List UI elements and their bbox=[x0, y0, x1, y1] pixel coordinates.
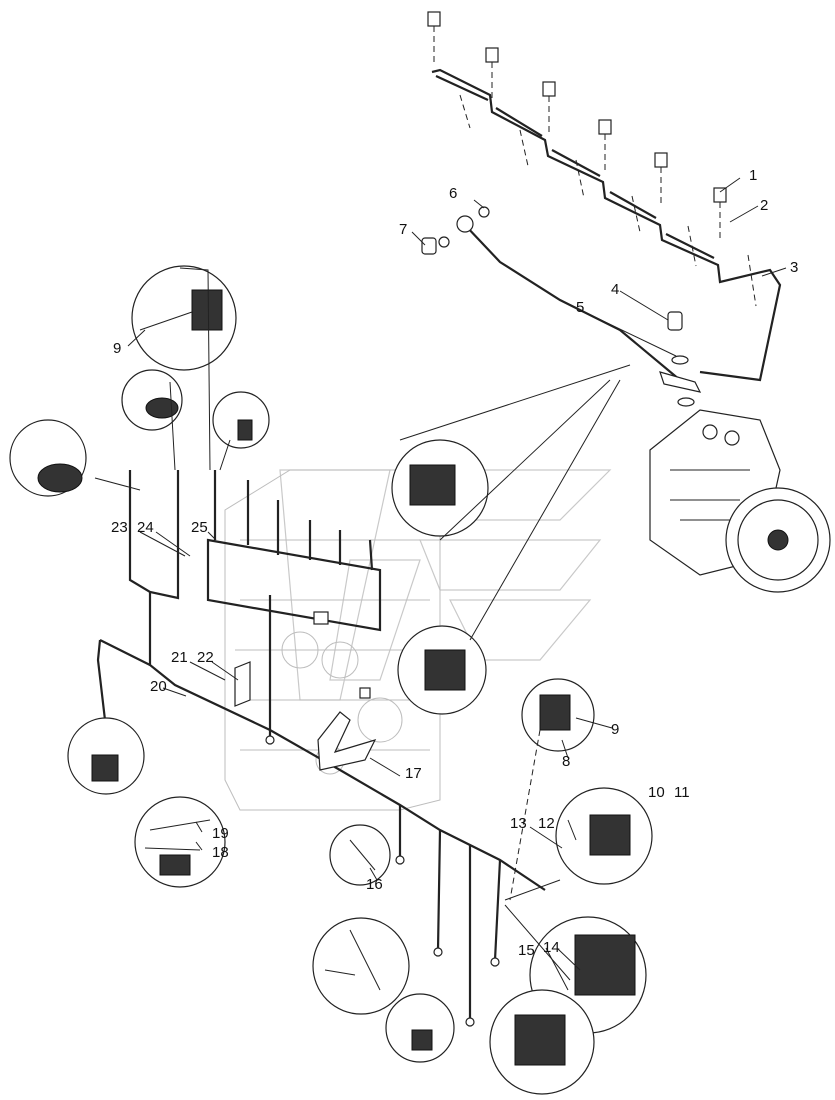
callout-9-top: 9 bbox=[113, 340, 121, 357]
fuel-return-line bbox=[421, 206, 702, 407]
fuel-injection-pipes bbox=[427, 11, 782, 382]
inset-sensor-bottom bbox=[385, 993, 455, 1063]
callout-10: 10 bbox=[648, 784, 665, 801]
callout-11: 11 bbox=[674, 784, 690, 801]
callout-21: 21 bbox=[171, 649, 188, 666]
inset-actuator-lower-left bbox=[67, 717, 145, 795]
callout-12: 12 bbox=[538, 815, 555, 832]
harness-brackets bbox=[234, 661, 377, 771]
inset-sensor-9 bbox=[131, 265, 237, 371]
callout-6: 6 bbox=[449, 185, 457, 202]
callout-23: 23 bbox=[111, 519, 128, 536]
callout-19: 19 bbox=[212, 825, 229, 842]
callout-24: 24 bbox=[137, 519, 154, 536]
inset-pump-bottom bbox=[489, 989, 595, 1095]
callout-17: 17 bbox=[405, 765, 422, 782]
callout-labels: 1 2 3 4 5 6 7 8 9 9 10 11 12 13 14 15 16… bbox=[111, 167, 798, 959]
callout-7: 7 bbox=[399, 221, 407, 238]
callout-16: 16 bbox=[366, 876, 383, 893]
callout-4: 4 bbox=[611, 281, 619, 298]
callout-15: 15 bbox=[518, 942, 535, 959]
inset-bracket-18-19 bbox=[134, 796, 226, 888]
leader-lines bbox=[94, 177, 787, 991]
callout-5: 5 bbox=[576, 299, 584, 316]
callout-14: 14 bbox=[543, 939, 560, 956]
callout-18: 18 bbox=[212, 844, 229, 861]
inset-throttle-10-13 bbox=[555, 787, 653, 885]
callout-13: 13 bbox=[510, 815, 527, 832]
callout-20: 20 bbox=[150, 678, 167, 695]
detail-inset-circles bbox=[9, 265, 653, 1095]
inset-sensor-8-9 bbox=[521, 678, 595, 752]
injection-pump bbox=[649, 409, 831, 593]
inset-sensor-far-left bbox=[9, 419, 87, 497]
injector-nozzles bbox=[427, 11, 727, 203]
engine-wiring-harness bbox=[96, 470, 546, 1027]
callout-25: 25 bbox=[191, 519, 208, 536]
inset-sensor-16 bbox=[329, 824, 391, 886]
callout-1: 1 bbox=[749, 167, 757, 184]
callout-8: 8 bbox=[562, 753, 570, 770]
inset-sensor-bottom-left bbox=[312, 917, 410, 1015]
inset-sensor-top bbox=[212, 391, 270, 449]
callout-3: 3 bbox=[790, 259, 798, 276]
callout-2: 2 bbox=[760, 197, 768, 214]
callout-9-right: 9 bbox=[611, 721, 619, 738]
inset-pump-sensor bbox=[397, 625, 487, 715]
callout-22: 22 bbox=[197, 649, 214, 666]
inset-sensor-left bbox=[121, 369, 183, 431]
inset-ecu bbox=[391, 439, 489, 537]
